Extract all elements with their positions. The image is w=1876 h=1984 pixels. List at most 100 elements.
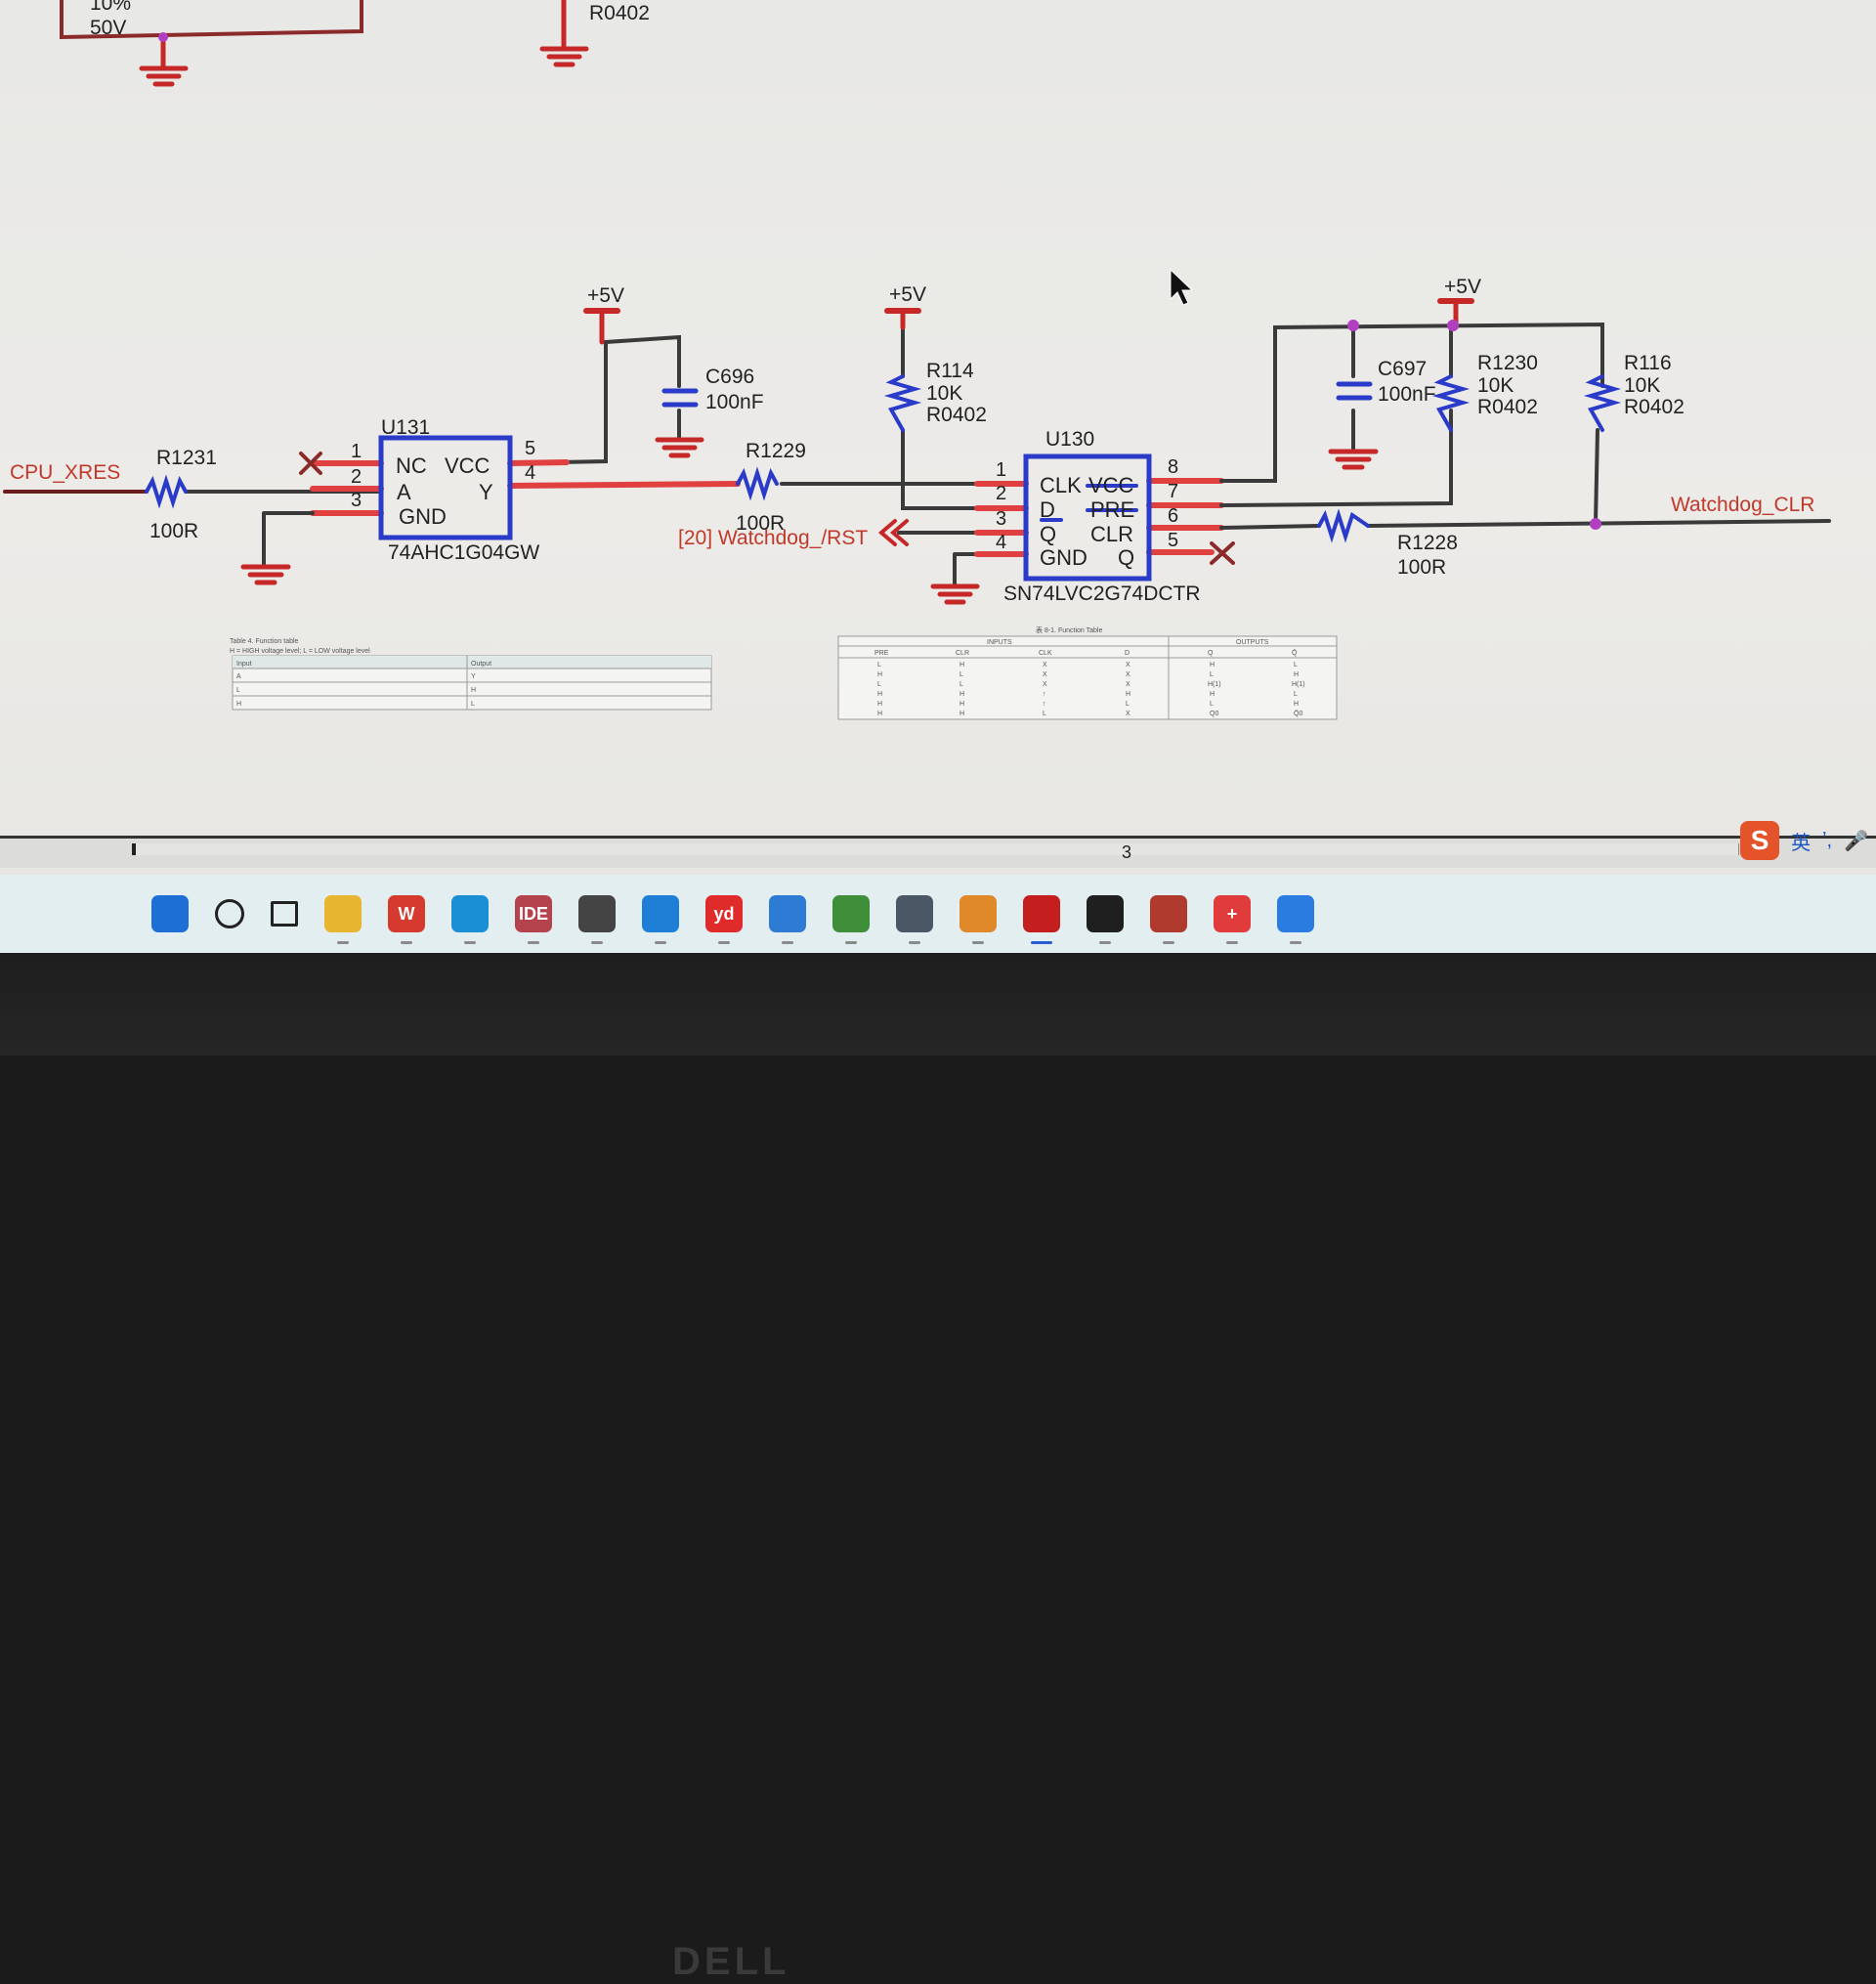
u130-ref[interactable]: U130 xyxy=(1045,428,1094,451)
table2-cell: L xyxy=(1294,662,1298,669)
add-app-icon[interactable]: + xyxy=(1214,895,1251,944)
u130-pin-number: 4 xyxy=(996,532,1006,553)
task-view-icon[interactable] xyxy=(271,901,298,927)
u130-pin-number: 5 xyxy=(1168,530,1178,551)
taskbar-running-indicator xyxy=(972,941,984,944)
taskbar-running-indicator xyxy=(591,941,603,944)
image-viewer-icon[interactable] xyxy=(832,895,870,944)
taskbar: W IDE yd + xyxy=(0,875,1876,953)
u130-pin-label: CLR xyxy=(1090,522,1133,546)
c697-ref[interactable]: C697 xyxy=(1378,358,1427,380)
vscode-icon[interactable] xyxy=(642,895,679,944)
ide-icon[interactable]: IDE xyxy=(515,895,552,944)
no-connect-marker xyxy=(1210,541,1235,565)
ime-logo-icon[interactable]: S xyxy=(1740,821,1780,860)
youdao-icon[interactable]: yd xyxy=(705,895,743,944)
function-table-flipflop: 表 8-1. Function Table INPUTS OUTPUTS PRE… xyxy=(837,625,1338,720)
table2-cell: Q̄0 xyxy=(1294,710,1302,717)
r1229-ref[interactable]: R1229 xyxy=(746,440,806,462)
r1231-ref[interactable]: R1231 xyxy=(156,447,217,469)
edge-icon[interactable] xyxy=(451,895,489,944)
r1230-ref[interactable]: R1230 xyxy=(1477,352,1538,374)
r114-ref[interactable]: R114 xyxy=(926,360,974,382)
table1-cell: Y xyxy=(471,673,476,680)
table2-cell: H xyxy=(877,671,882,678)
taskbar-running-indicator xyxy=(1163,941,1174,944)
schematic-canvas[interactable]: 10% 50V R0402 +5V +5V +5V CPU_XRES [20] … xyxy=(0,0,1876,836)
no-connect-marker xyxy=(299,452,322,475)
c696-ref[interactable]: C696 xyxy=(705,366,754,388)
u130-pin-label: VCC xyxy=(1088,473,1134,497)
taskbar-running-indicator xyxy=(1226,941,1238,944)
u130-pin-label: GND xyxy=(1040,545,1087,570)
taskbar-running-indicator xyxy=(655,941,666,944)
microphone-icon[interactable]: 🎤 xyxy=(1844,830,1868,852)
acrobat-icon[interactable] xyxy=(1023,895,1060,944)
function-table-inverter: Table 4. Function table H = HIGH voltage… xyxy=(230,638,712,711)
table2-cell: X xyxy=(1043,681,1047,688)
r1228-ref[interactable]: R1228 xyxy=(1397,532,1458,554)
search-icon[interactable] xyxy=(215,899,244,928)
table2-header: Q̄ xyxy=(1292,649,1298,657)
u130-pin-number: 7 xyxy=(1168,481,1178,502)
table2-cell: H xyxy=(959,662,964,669)
table2-cell: H xyxy=(959,691,964,698)
table1-cell: L xyxy=(236,687,240,694)
table2-group: INPUTS xyxy=(987,639,1012,646)
everything-search-icon[interactable] xyxy=(959,895,997,944)
taskbar-running-indicator xyxy=(782,941,793,944)
calculator-icon[interactable] xyxy=(896,895,933,944)
table1-title: Table 4. Function table xyxy=(230,638,299,645)
u130-pin-number: 8 xyxy=(1168,456,1178,478)
cap-tolerance-label: 10% xyxy=(90,0,131,15)
r116-ref[interactable]: R116 xyxy=(1624,352,1672,374)
table2-cell: L xyxy=(877,681,881,688)
start-icon[interactable] xyxy=(151,895,189,932)
ime-tray: S 英 ʼ, 🎤 xyxy=(1740,819,1876,862)
u130-pin-number: 3 xyxy=(996,508,1006,530)
r1230-package: R0402 xyxy=(1477,396,1538,418)
notepad-icon[interactable] xyxy=(769,895,806,944)
r114-package: R0402 xyxy=(926,404,987,426)
u130-pin-label: D xyxy=(1040,497,1055,522)
u130-pin-label: CLK xyxy=(1040,473,1082,497)
capacitor-symbol xyxy=(661,381,1373,408)
r114-value: 10K xyxy=(926,382,962,405)
table1-cell: H xyxy=(471,687,476,694)
table2-header: PRE xyxy=(874,650,889,657)
ime-punctuation[interactable]: ʼ, xyxy=(1822,829,1833,851)
screen: 10% 50V R0402 +5V +5V +5V CPU_XRES [20] … xyxy=(0,0,1876,953)
table2-cell: H xyxy=(959,711,964,717)
table2-cell: L xyxy=(1294,691,1298,698)
resistor-symbol xyxy=(145,374,1622,543)
net-watchdog-clr[interactable]: Watchdog_CLR xyxy=(1671,494,1814,516)
u131-ref[interactable]: U131 xyxy=(381,416,430,439)
table2-header: D xyxy=(1125,650,1130,657)
taskbar-running-indicator xyxy=(1099,941,1111,944)
u130-body xyxy=(1023,453,1152,582)
table2-header: Q xyxy=(1208,650,1214,657)
table2-group: OUTPUTS xyxy=(1236,639,1269,646)
file-explorer-icon[interactable] xyxy=(324,895,362,944)
horizontal-scrollbar[interactable]: 3 xyxy=(0,836,1876,868)
wps-icon[interactable]: W xyxy=(388,895,425,944)
scrollbar-thumb[interactable] xyxy=(132,843,1739,855)
r116-package: R0402 xyxy=(1624,396,1684,418)
u130-pin-number: 6 xyxy=(1168,505,1178,527)
table2-cell: L xyxy=(1043,711,1046,717)
terminal-icon[interactable] xyxy=(1087,895,1124,944)
taskbar-icon-label: + xyxy=(1226,903,1238,924)
u131-pin-number: 4 xyxy=(525,462,535,484)
table2-cell: L xyxy=(1126,701,1130,708)
resistor-package-label: R0402 xyxy=(589,2,650,24)
monitor-bezel: DELL xyxy=(0,953,1876,1983)
chrome-icon[interactable] xyxy=(578,895,616,944)
taskbar-running-indicator xyxy=(401,941,412,944)
table1-cell: A xyxy=(236,673,241,680)
ime-language[interactable]: 英 xyxy=(1791,832,1812,854)
arrow-app-icon[interactable] xyxy=(1277,895,1314,944)
net-cpu-xres[interactable]: CPU_XRES xyxy=(10,461,120,484)
supply-label: +5V xyxy=(587,284,624,307)
net-watchdog-rst[interactable]: [20] Watchdog_/RST xyxy=(678,527,868,549)
app-3d-icon[interactable] xyxy=(1150,895,1187,944)
